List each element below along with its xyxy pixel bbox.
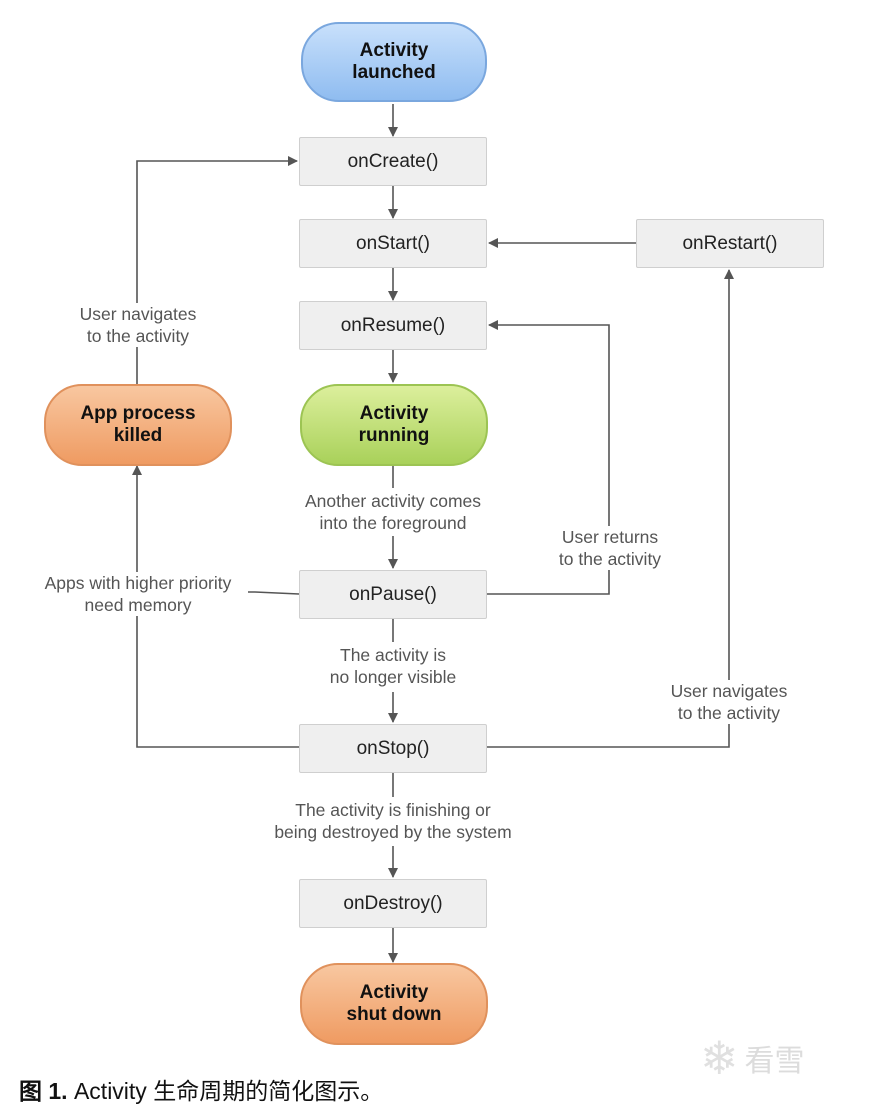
watermark-text: 看雪 [744,1045,805,1078]
oncreate-node: onCreate() [299,137,487,186]
watermark: ❄看雪 [700,1028,860,1088]
onstop-node: onStop() [299,724,487,773]
caption-text: Activity 生命周期的简化图示。 [67,1078,384,1104]
caption-prefix: 图 1. [19,1078,68,1104]
line-onstop-to-killed [136,592,299,748]
label-another-activity: Another activity comes into the foregrou… [286,490,500,534]
arrow-onpause-to-onresume [487,320,610,595]
app-process-killed-node: App process killed [44,384,232,466]
activity-launched-node: Activity launched [301,22,487,102]
label-user-navigates-left: User navigates to the activity [70,303,206,347]
onresume-node: onResume() [299,301,487,350]
ondestroy-node: onDestroy() [299,879,487,928]
label-user-returns: User returns to the activity [551,526,669,570]
figure-caption: 图 1. Activity 生命周期的简化图示。 [19,1072,383,1106]
activity-shut-down-node: Activity shut down [300,963,488,1045]
onstart-node: onStart() [299,219,487,268]
onpause-node: onPause() [299,570,487,619]
snowflake-icon: ❄ [700,1032,739,1084]
arrow-killed-to-oncreate [136,156,298,384]
label-higher-priority: Apps with higher priority need memory [28,572,248,616]
label-finishing: The activity is finishing or being destr… [262,799,524,843]
arrow-onstop-to-onrestart [487,269,734,748]
activity-running-node: Activity running [300,384,488,466]
onrestart-node: onRestart() [636,219,824,268]
label-no-longer-visible: The activity is no longer visible [314,644,472,688]
label-user-navigates-right: User navigates to the activity [660,680,798,724]
